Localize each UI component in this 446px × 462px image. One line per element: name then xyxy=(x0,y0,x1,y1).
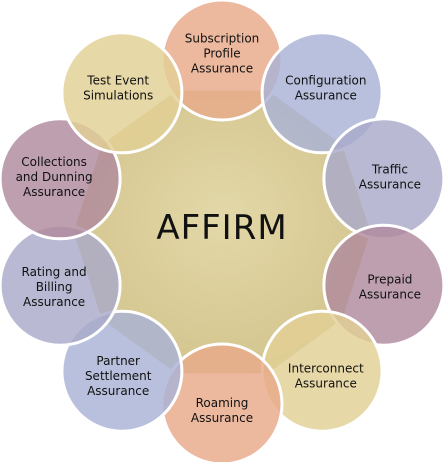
node-circle-test-event xyxy=(60,31,184,155)
node-label-line: Billing xyxy=(36,280,73,294)
node-label-line: Assurance xyxy=(23,295,85,309)
node-label-line: Assurance xyxy=(295,377,357,391)
node-label-line: Assurance xyxy=(295,88,357,102)
node-circle-configuration xyxy=(260,31,384,155)
node-label-line: Assurance xyxy=(23,185,85,199)
node-label-line: Collections xyxy=(21,155,87,169)
center-title: AFFIRM xyxy=(156,208,287,248)
node-circle-prepaid xyxy=(322,223,446,347)
node-label-line: Partner xyxy=(96,354,140,368)
node-label-line: Settlement xyxy=(85,369,152,383)
node-label-line: Assurance xyxy=(87,384,149,398)
node-label-line: Assurance xyxy=(359,288,421,302)
node-label-line: Prepaid xyxy=(367,273,412,287)
node-label-line: Test Event xyxy=(86,73,149,87)
node-label-line: Traffic xyxy=(371,162,408,176)
node-label-line: Profile xyxy=(203,47,240,61)
node-label-line: Assurance xyxy=(191,411,253,425)
node-label-line: Interconnect xyxy=(288,362,364,376)
node-label-line: Roaming xyxy=(196,396,249,410)
node-label-line: Rating and xyxy=(22,265,87,279)
node-label-line: Subscription xyxy=(185,32,260,46)
node-circle-partner-settlement xyxy=(60,309,184,433)
node-label-line: Assurance xyxy=(359,177,421,191)
node-label-line: Configuration xyxy=(285,73,366,87)
node-label-line: and Dunning xyxy=(16,170,93,184)
node-label-line: Assurance xyxy=(191,62,253,76)
node-circle-collections-dunning xyxy=(0,117,122,241)
node-label-line: Simulations xyxy=(83,88,153,102)
